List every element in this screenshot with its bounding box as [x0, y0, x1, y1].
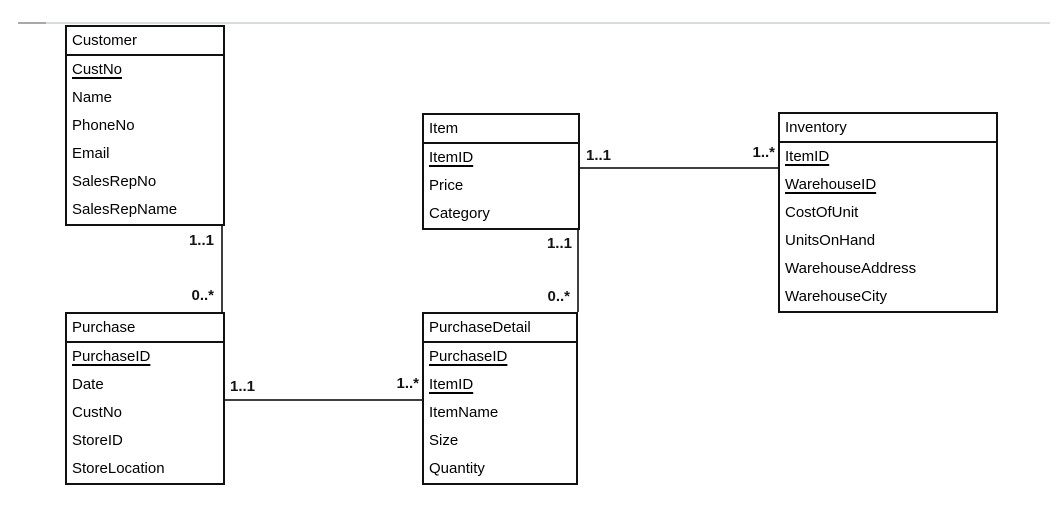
entity-title: PurchaseDetail	[424, 314, 576, 343]
multiplicity-item-side-vertical: 1..1	[546, 235, 572, 252]
top-gridline-dark-segment	[18, 22, 46, 24]
entity-title: Purchase	[67, 314, 223, 343]
attribute: SalesRepName	[72, 201, 178, 218]
attribute: Name	[72, 89, 113, 106]
multiplicity-purchase-side-horizontal: 1..1	[230, 378, 256, 395]
attribute-primary-key: PurchaseID	[72, 348, 151, 365]
connector-item-inventory[interactable]	[578, 167, 778, 169]
multiplicity-purchasedetail-side-horizontal: 1..*	[396, 375, 419, 392]
attribute: CustNo	[72, 404, 123, 421]
attribute: UnitsOnHand	[785, 232, 876, 249]
attribute-primary-key: ItemID	[785, 148, 830, 165]
attribute: CostOfUnit	[785, 204, 859, 221]
attribute-primary-key: ItemID	[429, 149, 474, 166]
attribute: WarehouseAddress	[785, 260, 917, 277]
attribute: ItemName	[429, 404, 499, 421]
multiplicity-purchase-side: 0..*	[191, 287, 214, 304]
attribute: Price	[429, 177, 464, 194]
attribute: PhoneNo	[72, 117, 135, 134]
attribute-primary-key: WarehouseID	[785, 176, 877, 193]
top-gridline	[18, 22, 1050, 24]
multiplicity-item-side-horizontal: 1..1	[586, 147, 612, 164]
attribute: SalesRepNo	[72, 173, 157, 190]
attribute-primary-key: PurchaseID	[429, 348, 508, 365]
connector-purchase-purchasedetail[interactable]	[224, 399, 422, 401]
entity-title: Customer	[67, 27, 223, 56]
entity-title: Item	[424, 115, 578, 144]
connector-item-purchasedetail[interactable]	[577, 229, 579, 312]
attribute: Quantity	[429, 460, 485, 477]
multiplicity-purchasedetail-side-vertical: 0..*	[547, 288, 570, 305]
multiplicity-customer-side: 1..1	[188, 232, 214, 249]
attribute: WarehouseCity	[785, 288, 887, 305]
attribute: StoreID	[72, 432, 123, 449]
multiplicity-inventory-side: 1..*	[752, 144, 775, 161]
attribute: Size	[429, 432, 459, 449]
attribute: StoreLocation	[72, 460, 165, 477]
attribute-primary-key: CustNo	[72, 61, 123, 78]
attribute: Category	[429, 205, 490, 222]
entity-title: Inventory	[780, 114, 996, 143]
attribute-primary-key: ItemID	[429, 376, 474, 393]
connector-customer-purchase[interactable]	[221, 226, 223, 312]
attribute: Email	[72, 145, 110, 162]
attribute: Date	[72, 376, 104, 393]
